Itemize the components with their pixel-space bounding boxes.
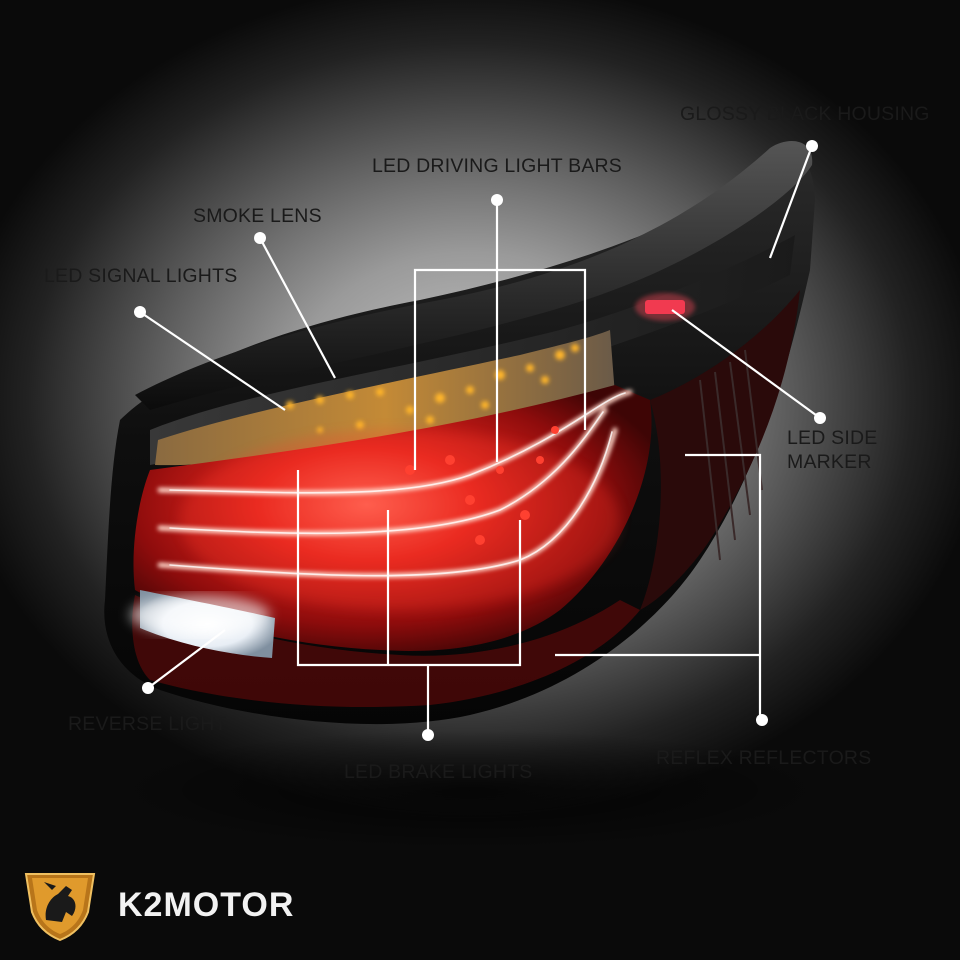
housing-top-ridge	[135, 141, 813, 410]
signal-strip	[155, 330, 615, 466]
label-reflex-reflectors: REFLEX REFLECTORS	[656, 747, 872, 769]
brand-wordmark: K2MOTOR	[118, 886, 295, 924]
label-smoke-lens: SMOKE LENS	[193, 205, 322, 227]
callout-lines	[139, 145, 821, 735]
floor-shadow	[110, 730, 830, 850]
label-brake-lights: LED BRAKE LIGHTS	[344, 761, 533, 783]
label-glossy-housing: GLOSSY BLACK HOUSING	[680, 103, 930, 125]
label-signal-lights: LED SIGNAL LIGHTS	[44, 265, 238, 287]
label-side-marker-line1: LED SIDE	[787, 427, 878, 449]
reflex-reflector	[640, 290, 800, 610]
label-driving-bars: LED DRIVING LIGHT BARS	[372, 155, 623, 177]
lower-red-band	[132, 595, 640, 708]
griffin-shield-icon	[24, 873, 96, 942]
driving-light-bars-core	[169, 392, 626, 577]
brake-led-dots	[405, 426, 559, 545]
brand-logo: K2MOTOR	[22, 868, 322, 942]
callout-dots	[134, 140, 826, 741]
label-side-marker-line2: MARKER	[787, 451, 872, 473]
label-reverse-light: REVERSE LIGHT	[68, 713, 227, 735]
